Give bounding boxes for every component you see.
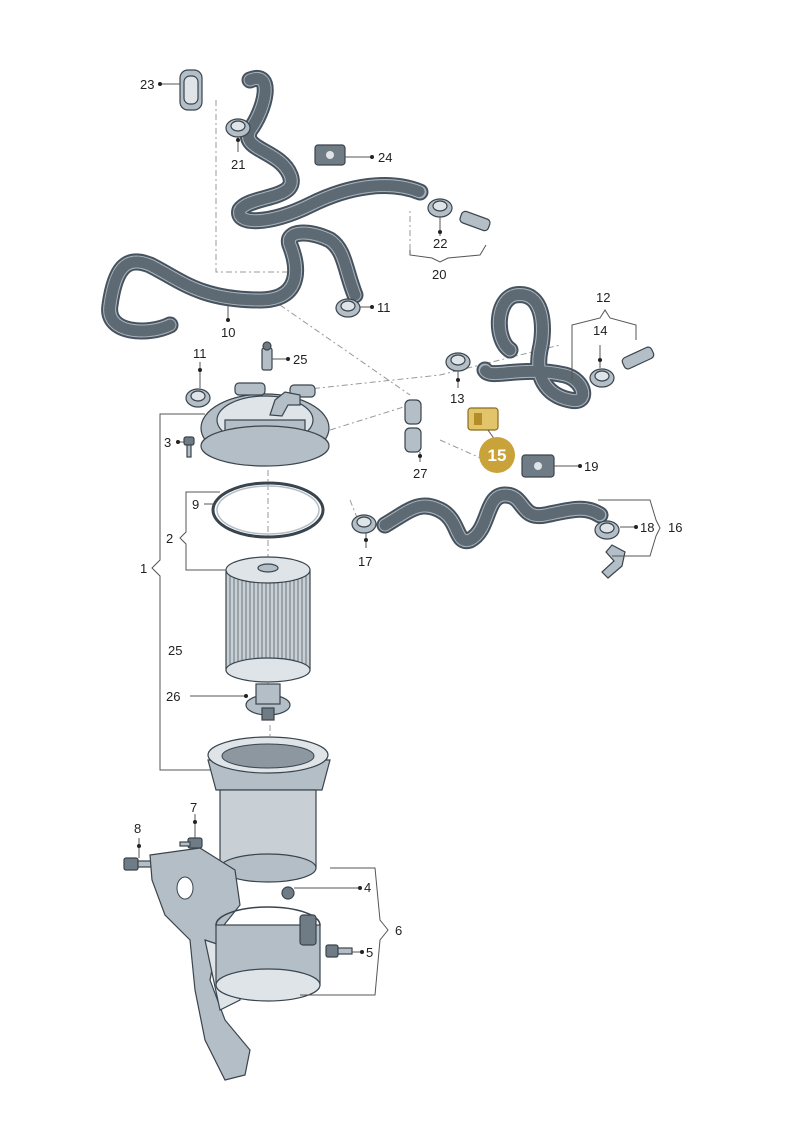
label-4: 4 <box>364 880 371 895</box>
valve-25[interactable] <box>261 341 273 371</box>
hose-16[interactable] <box>376 486 609 550</box>
bolt-8[interactable] <box>123 857 153 871</box>
label-17: 17 <box>358 554 372 569</box>
clamp-ring-6[interactable] <box>215 906 321 1002</box>
label-23: 23 <box>140 77 154 92</box>
label-11-upper: 11 <box>377 300 391 315</box>
bracket-24[interactable] <box>314 144 346 166</box>
label-9: 9 <box>192 497 199 512</box>
clamp-11-lower[interactable] <box>185 388 211 408</box>
label-14: 14 <box>593 323 607 338</box>
clip-27[interactable] <box>404 399 422 453</box>
filter-element-2[interactable] <box>225 556 311 683</box>
clamp-14[interactable] <box>589 368 615 388</box>
label-22: 22 <box>433 236 447 251</box>
label-20: 20 <box>432 267 446 282</box>
label-18: 18 <box>640 520 654 535</box>
label-1: 1 <box>140 561 147 576</box>
clamp-21[interactable] <box>225 118 251 138</box>
clamp-13[interactable] <box>445 352 471 372</box>
bolt-3[interactable] <box>183 436 195 458</box>
label-19: 19 <box>584 459 598 474</box>
label-5: 5 <box>366 945 373 960</box>
part-15[interactable] <box>467 407 499 431</box>
label-24: 24 <box>378 150 392 165</box>
label-21: 21 <box>231 157 245 172</box>
label-12: 12 <box>596 290 610 305</box>
elbow-connector-16[interactable] <box>601 544 626 579</box>
connector-22[interactable] <box>459 210 491 232</box>
label-27: 27 <box>413 466 427 481</box>
o-ring-9[interactable] <box>211 481 325 539</box>
hose-10[interactable] <box>101 70 429 340</box>
clamp-22[interactable] <box>427 198 453 218</box>
filter-housing[interactable] <box>207 736 331 883</box>
badge-15 <box>479 437 515 473</box>
connector-14[interactable] <box>621 346 655 370</box>
filter-head-cover[interactable] <box>200 382 330 467</box>
drain-valve-26[interactable] <box>245 683 291 721</box>
label-3: 3 <box>164 435 171 450</box>
bracket-19[interactable] <box>521 454 555 478</box>
label-15: 15 <box>488 446 507 465</box>
bolt-7[interactable] <box>179 837 203 849</box>
bolt-5[interactable] <box>325 944 353 958</box>
label-26: 26 <box>166 689 180 704</box>
label-25-lower: 25 <box>168 643 182 658</box>
callouts: 23 21 24 22 20 10 11 11 25 12 14 13 <box>134 77 682 996</box>
label-16: 16 <box>668 520 682 535</box>
label-2: 2 <box>166 531 173 546</box>
label-13: 13 <box>450 391 464 406</box>
label-7: 7 <box>190 800 197 815</box>
hose-12[interactable] <box>476 286 592 410</box>
label-11-lower: 11 <box>193 346 207 361</box>
label-6: 6 <box>395 923 402 938</box>
label-10: 10 <box>221 325 235 340</box>
clamp-23[interactable] <box>179 69 203 111</box>
clamp-18[interactable] <box>594 520 620 540</box>
nut-4[interactable] <box>281 886 295 900</box>
clamp-17[interactable] <box>351 514 377 534</box>
label-25-upper: 25 <box>293 352 307 367</box>
clamp-11-upper[interactable] <box>335 298 361 318</box>
label-8: 8 <box>134 821 141 836</box>
